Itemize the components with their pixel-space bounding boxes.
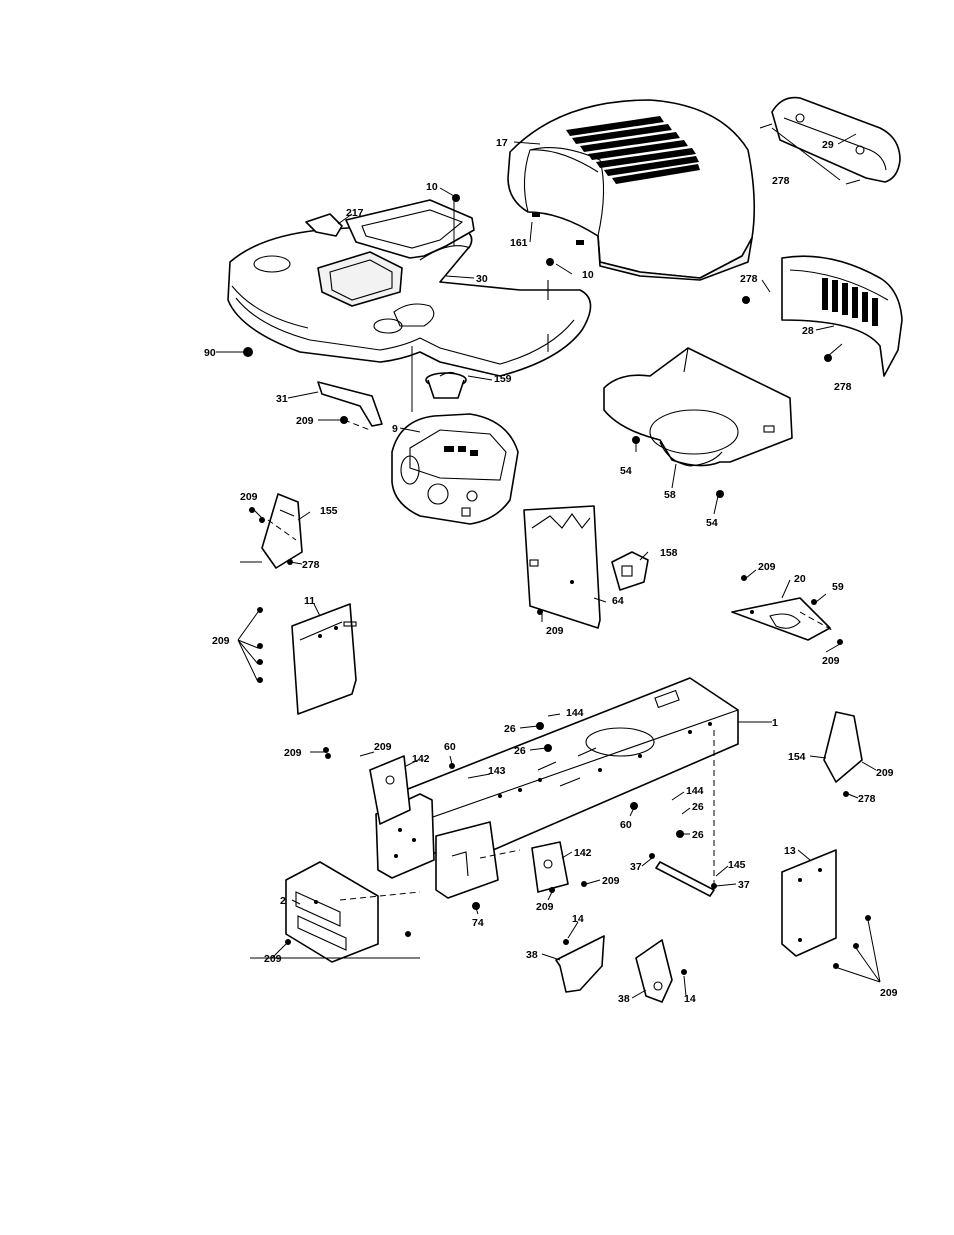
floor-pan-part	[604, 348, 792, 466]
callout-155: 155	[320, 505, 338, 517]
callout-217: 217	[346, 207, 364, 219]
callout-26: 26	[504, 723, 516, 735]
callout-14: 14	[684, 993, 696, 1005]
callout-2: 2	[280, 895, 286, 907]
callout-278: 278	[834, 381, 852, 393]
callout-209: 209	[880, 987, 898, 999]
callout-278: 278	[740, 273, 758, 285]
bracket-155-part	[262, 494, 302, 568]
plate-2-part	[286, 862, 378, 962]
callout-29: 29	[822, 139, 834, 151]
callout-209: 209	[536, 901, 554, 913]
callout-20: 20	[794, 573, 806, 585]
callout-17: 17	[496, 137, 508, 149]
callout-37: 37	[738, 879, 750, 891]
callout-1: 1	[772, 717, 778, 729]
callout-209: 209	[602, 875, 620, 887]
plate-11-part	[292, 604, 356, 714]
bracket-38a-part	[556, 936, 604, 992]
callout-90: 90	[204, 347, 216, 359]
callout-159: 159	[494, 373, 512, 385]
callout-144: 144	[566, 707, 584, 719]
callout-278: 278	[858, 793, 876, 805]
callout-58: 58	[664, 489, 676, 501]
callout-209: 209	[546, 625, 564, 637]
callout-209: 209	[212, 635, 230, 647]
callout-278: 278	[772, 175, 790, 187]
callout-59: 59	[832, 581, 844, 593]
callout-13: 13	[784, 845, 796, 857]
callout-64: 64	[612, 595, 624, 607]
callout-209: 209	[374, 741, 392, 753]
callout-143: 143	[488, 765, 506, 777]
callout-161: 161	[510, 237, 528, 249]
callout-11: 11	[304, 595, 315, 607]
axle-bracket-part	[436, 822, 498, 898]
callout-145: 145	[728, 859, 746, 871]
callout-154: 154	[788, 751, 806, 763]
bracket-154-part	[824, 712, 862, 782]
callout-26: 26	[692, 801, 704, 813]
callout-14: 14	[572, 913, 584, 925]
callout-38: 38	[618, 993, 630, 1005]
callout-60: 60	[620, 819, 632, 831]
callout-209: 209	[822, 655, 840, 667]
bracket-142b-part	[532, 842, 568, 892]
callout-209: 209	[284, 747, 302, 759]
callout-209: 209	[876, 767, 894, 779]
callout-60: 60	[444, 741, 456, 753]
hood-part	[508, 100, 754, 280]
callout-38: 38	[526, 949, 538, 961]
callout-30: 30	[476, 273, 488, 285]
callout-10: 10	[582, 269, 594, 281]
callout-9: 9	[392, 423, 398, 435]
callout-10: 10	[426, 181, 438, 193]
callout-209: 209	[240, 491, 258, 503]
fuel-cap-part	[426, 372, 466, 398]
callout-278: 278	[302, 559, 320, 571]
callout-209-partial: 209	[264, 953, 282, 965]
callout-26: 26	[514, 745, 526, 757]
callout-142: 142	[412, 753, 430, 765]
callout-209: 209	[758, 561, 776, 573]
callout-31: 31	[276, 393, 288, 405]
grille-part	[782, 256, 902, 376]
callout-54: 54	[706, 517, 718, 529]
bracket-31-part	[318, 382, 382, 426]
callout-37: 37	[630, 861, 642, 873]
callout-28: 28	[802, 325, 814, 337]
callout-209: 209	[296, 415, 314, 427]
tie-rod-part	[656, 862, 714, 896]
callout-142: 142	[574, 847, 592, 859]
callout-54: 54	[620, 465, 632, 477]
plate-13-part	[782, 850, 836, 956]
plate-64-part	[524, 506, 600, 628]
callout-26: 26	[692, 829, 704, 841]
callout-74: 74	[472, 917, 484, 929]
callout-158: 158	[660, 547, 678, 559]
callout-144: 144	[686, 785, 704, 797]
